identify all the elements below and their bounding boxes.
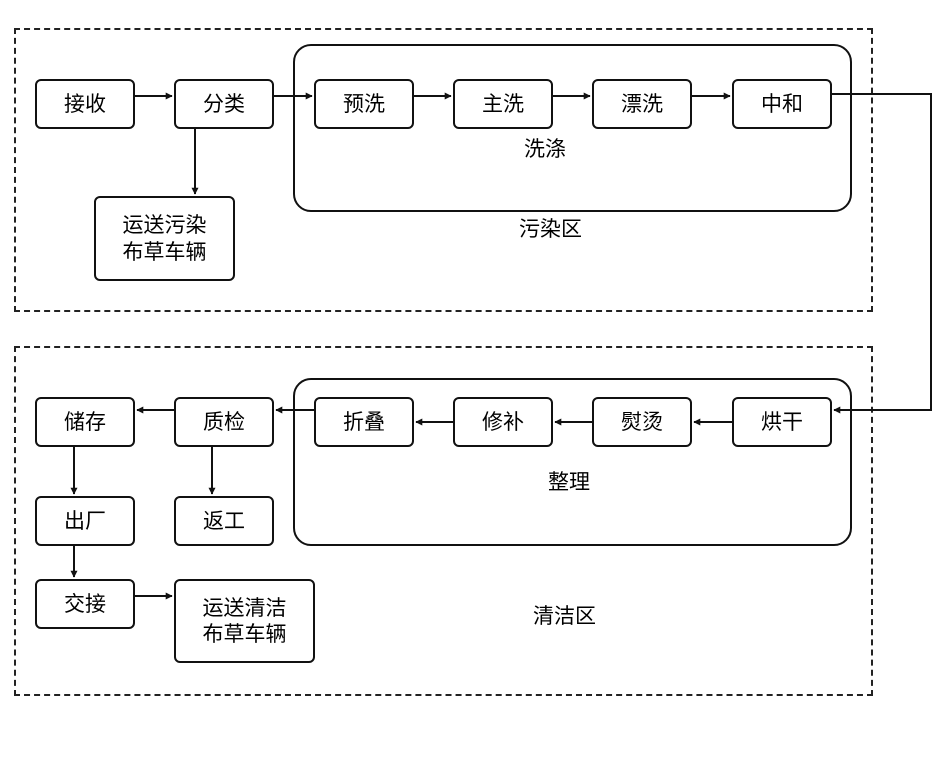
fold-node: 折叠 [314, 397, 414, 447]
clean-zone-label: 清洁区 [533, 604, 596, 628]
contaminated-zone-label: 污染区 [519, 217, 582, 241]
store-node: 储存 [35, 397, 135, 447]
repair-node: 修补 [453, 397, 553, 447]
finishing-group-label: 整理 [548, 470, 590, 494]
clean-zone [14, 346, 873, 696]
dry-node: 烘干 [732, 397, 832, 447]
prewash-node: 预洗 [314, 79, 414, 129]
rework-node: 返工 [174, 496, 274, 546]
sort-node: 分类 [174, 79, 274, 129]
washing-group-label: 洗涤 [524, 137, 566, 161]
iron-node: 熨烫 [592, 397, 692, 447]
dirty-vehicle-node: 运送污染 布草车辆 [94, 196, 235, 281]
receive-node: 接收 [35, 79, 135, 129]
dirty-vehicle-line1: 运送污染 [122, 213, 207, 238]
dirty-vehicle-line2: 布草车辆 [122, 239, 207, 264]
finishing-group [293, 378, 852, 546]
clean-vehicle-line2: 布草车辆 [202, 622, 287, 646]
neutralize-node: 中和 [732, 79, 832, 129]
inspect-node: 质检 [174, 397, 274, 447]
clean-vehicle-node: 运送清洁 布草车辆 [174, 579, 315, 663]
handover-node: 交接 [35, 579, 135, 629]
mainwash-node: 主洗 [453, 79, 553, 129]
leave-node: 出厂 [35, 496, 135, 546]
rinse-node: 漂洗 [592, 79, 692, 129]
clean-vehicle-line1: 运送清洁 [202, 595, 287, 620]
